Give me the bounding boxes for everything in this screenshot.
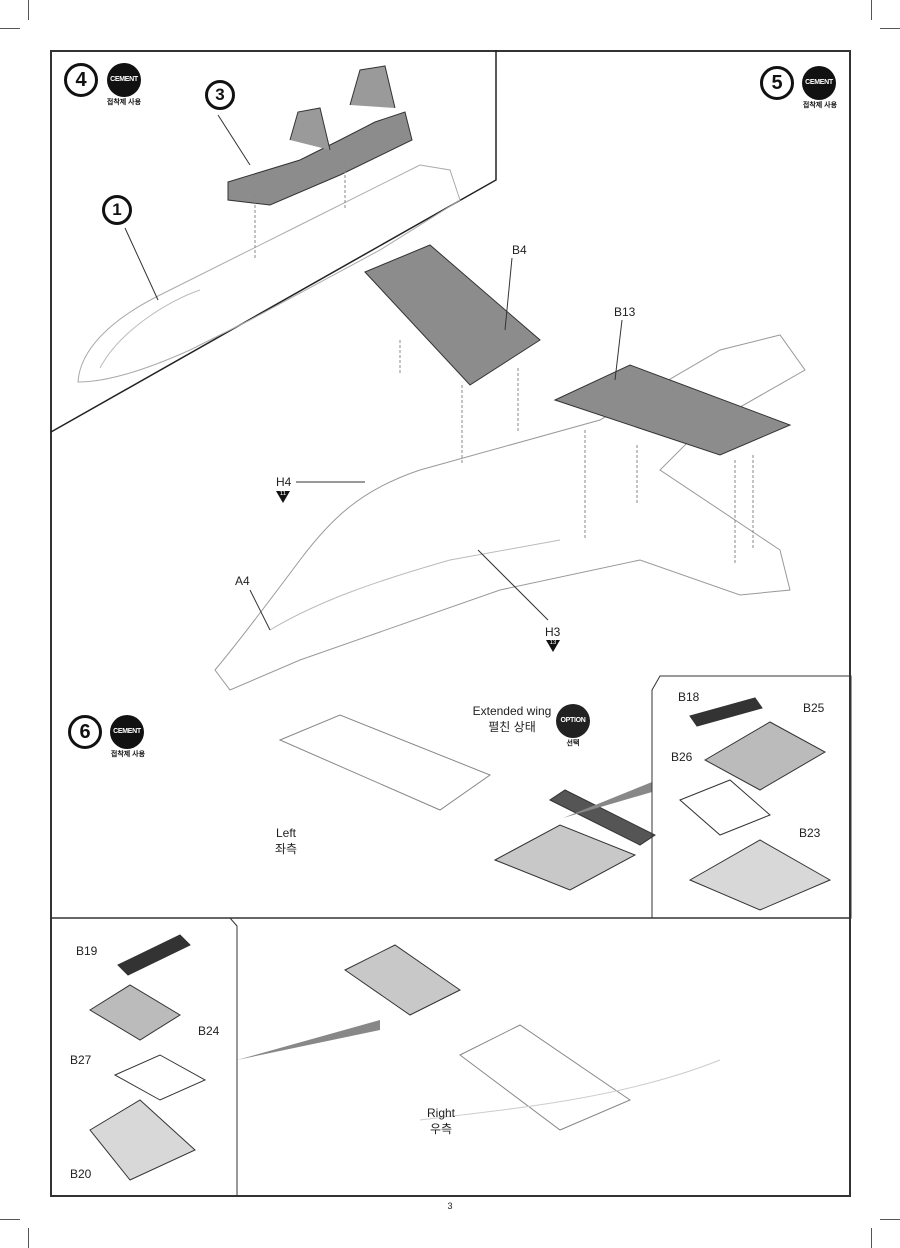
part-label-b13: B13 xyxy=(614,305,636,319)
part-label-b19: B19 xyxy=(76,944,98,958)
part-label-a4: A4 xyxy=(235,574,250,588)
page-number: 3 xyxy=(447,1201,453,1211)
detail-box-upper xyxy=(651,675,852,919)
right-label-en: Right xyxy=(426,1106,455,1120)
part-b19 xyxy=(117,934,191,976)
cement-badge: CEMENT xyxy=(107,63,141,97)
part-b20 xyxy=(89,1099,196,1181)
zoom-wedge-lower xyxy=(237,1020,380,1060)
sprue-code-h4: 11 xyxy=(279,491,287,497)
cement-note: 접착제 사용 xyxy=(106,99,142,106)
seat-rear xyxy=(349,65,396,109)
fuselage-body xyxy=(214,334,806,691)
crop-mark xyxy=(0,1219,20,1220)
leader-1 xyxy=(124,227,159,301)
option-note: 선택 xyxy=(566,740,580,747)
leader-b4 xyxy=(504,257,513,331)
part-label-b27: B27 xyxy=(70,1053,92,1067)
callout-1: 1 xyxy=(102,195,132,225)
sprue-marker-h4: 11 xyxy=(276,491,290,503)
part-b23 xyxy=(688,839,832,911)
left-label-en: Left xyxy=(275,826,296,840)
part-b18 xyxy=(689,697,763,727)
leader-3 xyxy=(217,114,251,166)
part-label-h3: H3 xyxy=(545,625,561,639)
canopy-line xyxy=(99,289,201,369)
part-b26 xyxy=(679,779,771,836)
leader-b13 xyxy=(614,319,623,381)
crop-mark xyxy=(28,0,29,20)
left-extended-wing xyxy=(493,824,637,891)
step-number-4: 4 xyxy=(64,63,98,97)
part-b27 xyxy=(89,984,181,1041)
part-label-b24: B24 xyxy=(198,1024,220,1038)
cement-badge: CEMENT xyxy=(110,715,144,749)
part-label-b23: B23 xyxy=(799,826,821,840)
right-extended-wing xyxy=(344,944,461,1016)
sprue-marker-h3: 13 xyxy=(546,640,560,652)
part-label-b26: B26 xyxy=(671,750,693,764)
crop-mark xyxy=(0,28,20,29)
part-label-b20: B20 xyxy=(70,1167,92,1181)
part-b25 xyxy=(703,721,827,791)
part-label-b18: B18 xyxy=(678,690,700,704)
part-label-b25: B25 xyxy=(803,701,825,715)
crop-mark xyxy=(28,1228,29,1248)
left-label-ko: 좌측 xyxy=(274,842,298,856)
callout-3: 3 xyxy=(205,80,235,110)
zoom-wedge-upper xyxy=(563,782,652,818)
option-label-en: Extended wing xyxy=(472,704,552,718)
wing-b4 xyxy=(364,244,541,386)
cement-note: 접착제 사용 xyxy=(802,102,838,109)
crop-mark xyxy=(871,0,872,20)
crop-mark xyxy=(880,1219,900,1220)
option-label-ko: 펼친 상태 xyxy=(488,720,536,734)
step-number-6: 6 xyxy=(68,715,102,749)
left-wing-ghost xyxy=(278,714,492,811)
page-frame xyxy=(50,50,851,1197)
left-gray-arrow xyxy=(549,789,656,846)
option-badge: OPTION xyxy=(556,704,590,738)
part-label-h4: H4 xyxy=(276,475,292,489)
cement-note: 접착제 사용 xyxy=(110,751,146,758)
step4-panel-border xyxy=(50,50,497,433)
step-number-5: 5 xyxy=(760,66,794,100)
fuselage-line xyxy=(269,539,561,631)
crop-mark xyxy=(880,28,900,29)
right-fuselage-ghost xyxy=(419,1059,721,1121)
cockpit-tub xyxy=(227,111,413,206)
leader-h3 xyxy=(477,549,549,621)
cement-badge: CEMENT xyxy=(802,66,836,100)
detail-box-lower xyxy=(51,917,238,1197)
sprue-code-h3: 13 xyxy=(549,640,557,646)
leader-a4 xyxy=(249,589,271,631)
part-b24 xyxy=(113,1054,207,1101)
crop-mark xyxy=(871,1228,872,1248)
wing-b13 xyxy=(553,364,792,456)
right-label-ko: 우측 xyxy=(429,1122,453,1136)
part-label-b4: B4 xyxy=(512,243,527,257)
seat-front xyxy=(289,107,331,151)
fuselage-nose xyxy=(77,164,461,383)
right-wing-ghost xyxy=(459,1024,632,1131)
